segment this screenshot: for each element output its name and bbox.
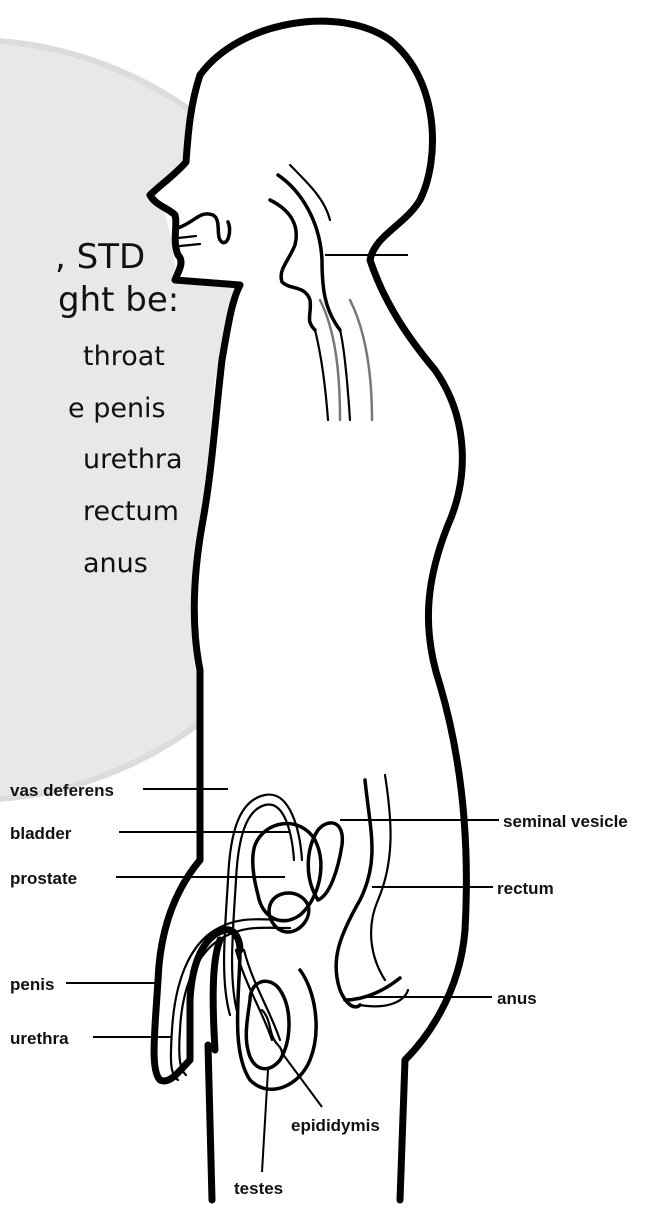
panel-line-2: ght be: (58, 280, 179, 320)
label-penis: penis (10, 975, 54, 994)
label-rectum: rectum (497, 879, 554, 898)
label-prostate: prostate (10, 869, 77, 888)
panel-item-penis: e penis (68, 393, 166, 424)
label-seminal-vesicle: seminal vesicle (503, 812, 628, 831)
panel-item-urethra: urethra (83, 444, 183, 475)
label-anus: anus (497, 989, 537, 1008)
label-testes: testes (234, 1179, 283, 1198)
label-epididymis: epididymis (291, 1116, 380, 1135)
label-urethra: urethra (10, 1029, 69, 1048)
leg-line-1 (208, 1045, 212, 1200)
panel-item-throat: throat (83, 341, 165, 372)
label-vas-deferens: vas deferens (10, 781, 114, 800)
panel-line-1: , STD (55, 237, 145, 277)
label-bladder: bladder (10, 824, 72, 843)
panel-item-anus: anus (83, 548, 148, 579)
panel-item-rectum: rectum (83, 496, 179, 527)
